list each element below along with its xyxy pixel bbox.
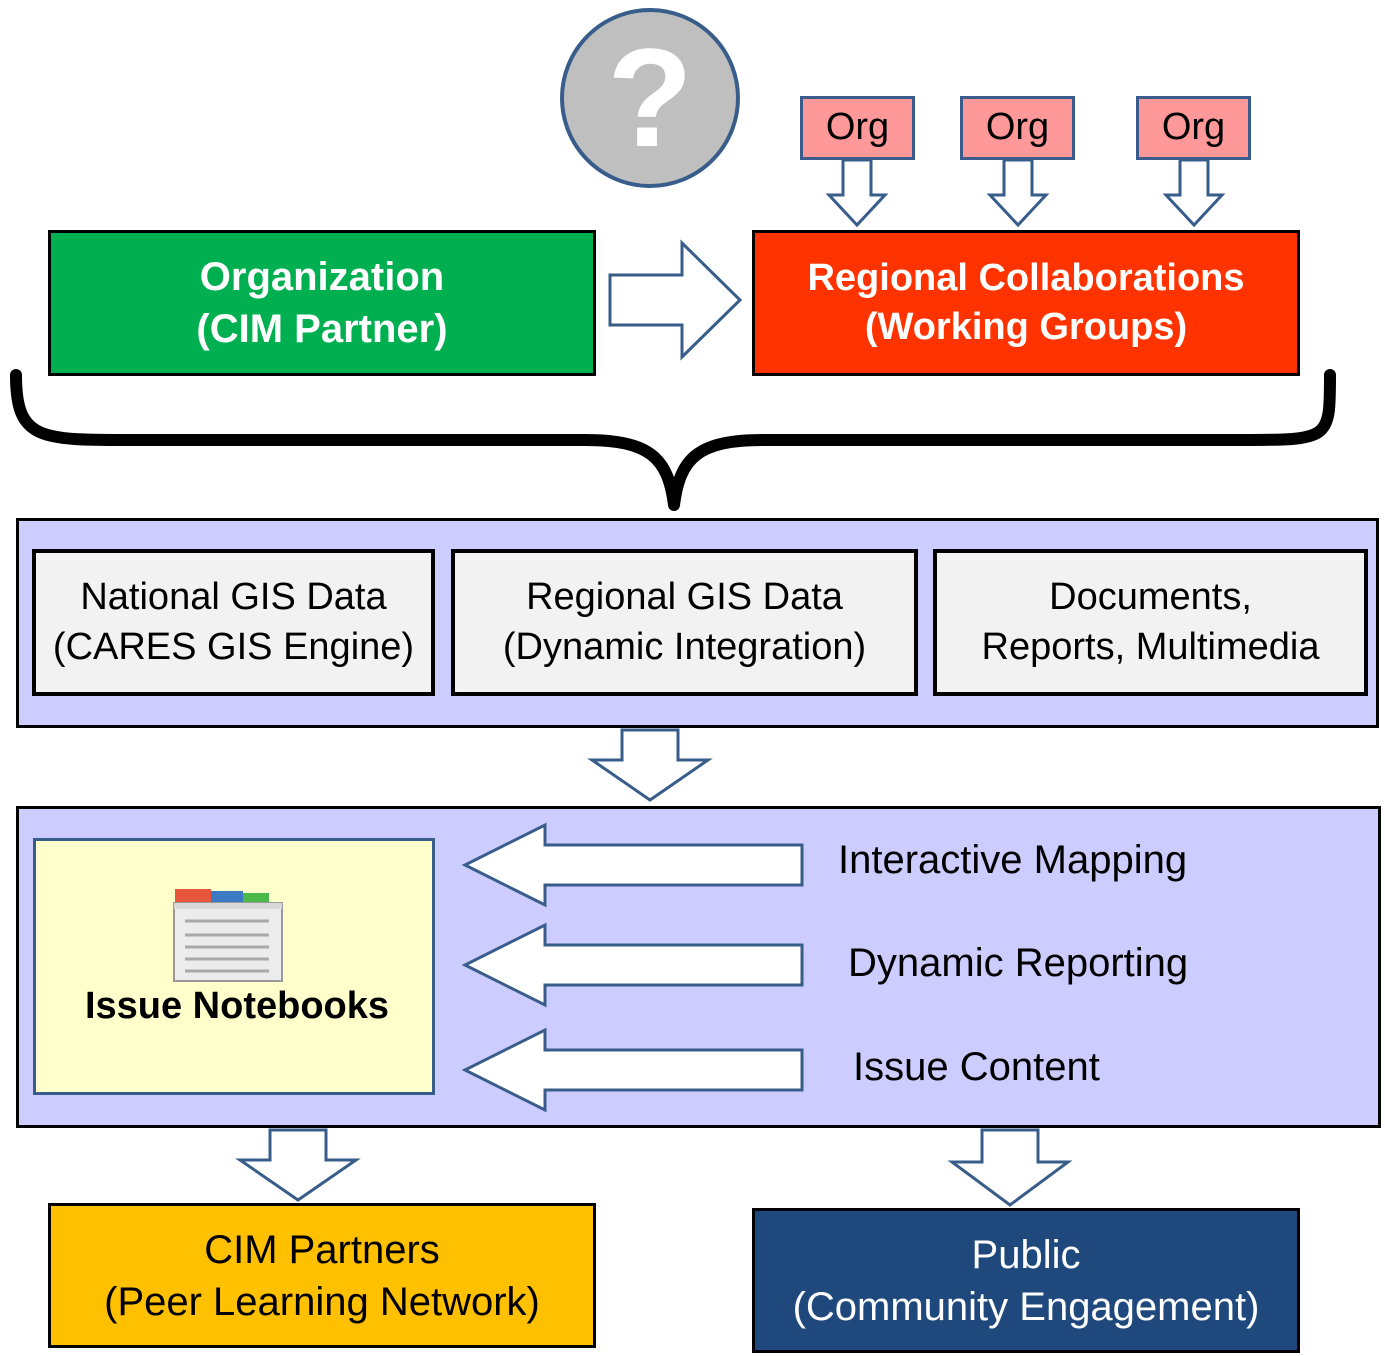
issue-content-label: Issue Content <box>853 1045 1100 1089</box>
partners-down-arrow <box>235 1128 361 1202</box>
dynamic-reporting-label: Dynamic Reporting <box>848 941 1189 985</box>
org-label: Org <box>1161 106 1226 149</box>
org-down-arrow-2 <box>986 158 1050 228</box>
right-arrow <box>608 239 743 361</box>
question-mark-icon: ? <box>562 10 738 186</box>
org-box-3: Org <box>1136 96 1251 160</box>
national-gis-title: National GIS Data <box>80 576 387 619</box>
national-gis-subtitle: (CARES GIS Engine) <box>52 625 415 668</box>
documents-subtitle: Reports, Multimedia <box>981 625 1320 668</box>
regional-title: Regional Collaborations <box>807 256 1245 299</box>
notebook-icon <box>173 889 283 982</box>
documents-title: Documents, <box>1049 576 1252 619</box>
organization-box: Organization (CIM Partner) <box>48 230 596 376</box>
public-title: Public <box>971 1232 1081 1277</box>
regional-gis-subtitle: (Dynamic Integration) <box>502 625 867 668</box>
issue-notebooks-label: Issue Notebooks <box>84 985 390 1027</box>
question-glyph: ? <box>607 19 693 176</box>
org-down-arrow-1 <box>825 158 889 228</box>
issue-notebooks-box: Issue Notebooks <box>33 838 435 1095</box>
regional-subtitle: (Working Groups) <box>864 306 1188 348</box>
public-down-arrow <box>947 1128 1073 1207</box>
regional-gis-data-box: Regional GIS Data (Dynamic Integration) <box>451 549 918 696</box>
cim-partners-box: CIM Partners (Peer Learning Network) <box>48 1203 596 1348</box>
cim-partners-subtitle: (Peer Learning Network) <box>104 1279 540 1324</box>
org-label: Org <box>825 106 890 149</box>
left-arrow-mapping <box>461 822 804 908</box>
regional-gis-title: Regional GIS Data <box>526 576 843 619</box>
org-box-2: Org <box>960 96 1075 160</box>
cim-partners-title: CIM Partners <box>204 1227 440 1272</box>
left-arrow-reporting <box>461 922 804 1008</box>
org-label: Org <box>985 106 1050 149</box>
left-arrow-content <box>461 1027 804 1113</box>
panel-down-arrow <box>587 728 713 802</box>
org-down-arrow-3 <box>1162 158 1226 228</box>
curly-brace <box>10 369 1336 511</box>
organization-subtitle: (CIM Partner) <box>196 307 448 351</box>
national-gis-data-box: National GIS Data (CARES GIS Engine) <box>32 549 435 696</box>
org-box-1: Org <box>800 96 915 160</box>
public-subtitle: (Community Engagement) <box>792 1284 1260 1329</box>
organization-title: Organization <box>199 255 445 299</box>
interactive-mapping-label: Interactive Mapping <box>838 838 1188 882</box>
documents-box: Documents, Reports, Multimedia <box>933 549 1368 696</box>
question-circle-icon <box>560 8 740 188</box>
regional-collaborations-box: Regional Collaborations (Working Groups) <box>752 230 1300 376</box>
public-box: Public (Community Engagement) <box>752 1208 1300 1353</box>
